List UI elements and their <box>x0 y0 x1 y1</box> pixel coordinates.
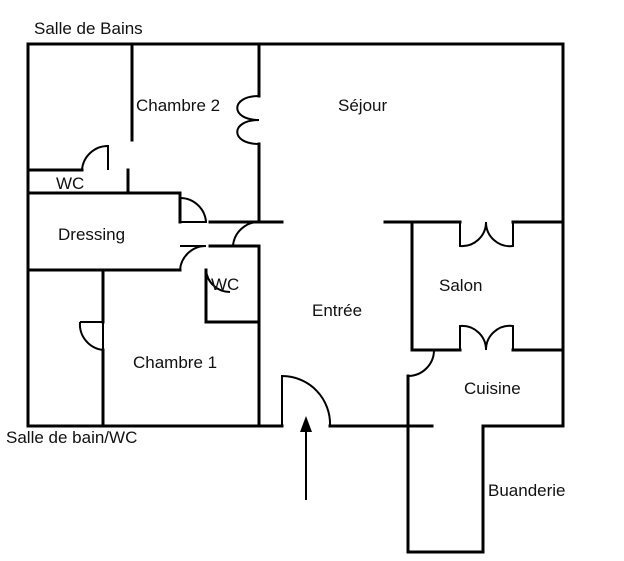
walls <box>26 42 565 554</box>
label-sejour: Séjour <box>338 96 387 115</box>
door-entree <box>281 374 332 427</box>
door-salon-bottom <box>459 324 514 351</box>
door-chambre2-sejour <box>236 95 260 145</box>
door-salon-top <box>459 221 514 248</box>
label-chambre-1: Chambre 1 <box>133 353 217 372</box>
label-dressing: Dressing <box>58 225 125 244</box>
outer-wall-right <box>481 220 565 428</box>
door-chambre1 <box>78 321 104 352</box>
door-dressing-lower <box>179 244 207 271</box>
label-cuisine: Cuisine <box>464 379 521 398</box>
doors <box>78 95 514 427</box>
label-salle-de-bains: Salle de Bains <box>34 19 143 38</box>
label-chambre-2: Chambre 2 <box>136 96 220 115</box>
label-entree: Entrée <box>312 301 362 320</box>
label-wc-top: WC <box>56 174 84 193</box>
door-corridor-sejour <box>231 220 260 247</box>
entry-arrow <box>300 416 312 500</box>
door-wc-mid <box>205 269 231 294</box>
door-cuisine <box>407 349 435 377</box>
door-dressing <box>179 196 208 223</box>
label-wc-mid: WC <box>211 275 239 294</box>
wall-wc-mid-left <box>204 268 261 324</box>
room-labels: Salle de Bains Chambre 2 Séjour WC Dress… <box>6 19 566 500</box>
label-salle-de-bain-wc: Salle de bain/WC <box>6 428 137 447</box>
label-buanderie: Buanderie <box>488 481 566 500</box>
door-wc-top <box>81 144 109 171</box>
outer-wall-top <box>26 42 565 224</box>
entry-arrow-head <box>300 416 312 432</box>
label-salon: Salon <box>439 276 482 295</box>
outer-wall-buanderie <box>406 424 485 554</box>
